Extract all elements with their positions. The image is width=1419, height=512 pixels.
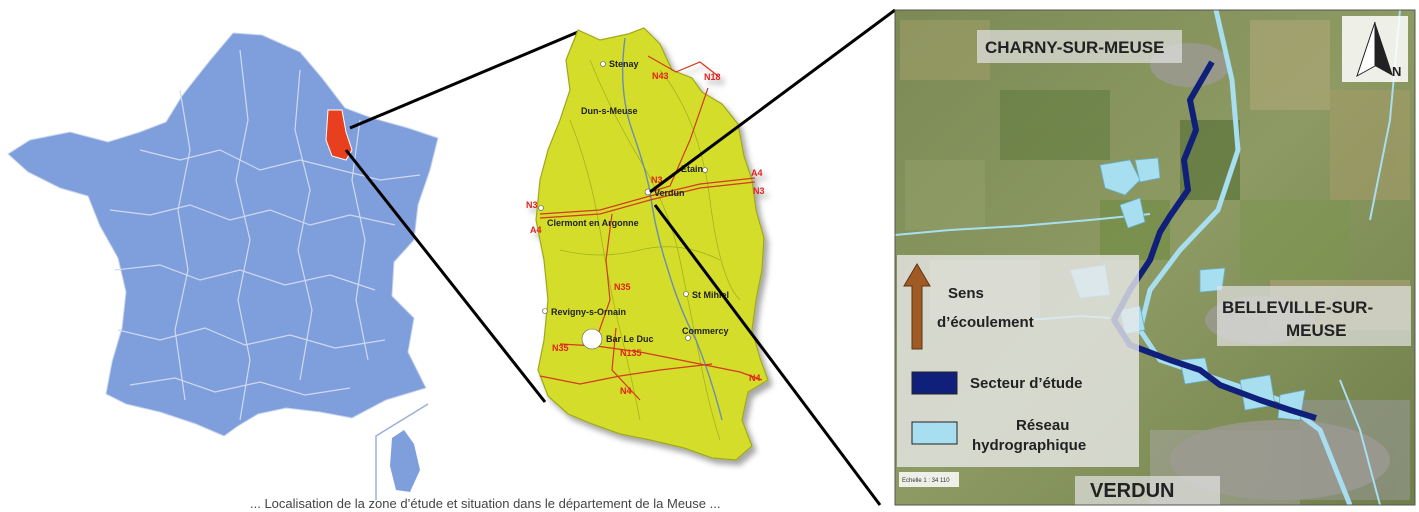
place-label-box [977, 30, 1182, 63]
aerial-view: CHARNY-SUR-MEUSE BELLEVILLE-SUR- MEUSE V… [895, 10, 1415, 505]
scale-label: Echelle 1 : 34 110 [902, 478, 950, 484]
road-network [539, 55, 763, 401]
place-label-box [1075, 476, 1220, 505]
road-label: N4 [620, 386, 632, 396]
road-label: N4 [749, 373, 761, 383]
meuse-river [621, 37, 723, 421]
place-label-box [1217, 286, 1411, 346]
scale-box: Echelle 1 : 34 110 [899, 472, 959, 487]
corsica [390, 430, 420, 492]
town-label: Commercy [682, 326, 729, 336]
road-label: N35 [552, 343, 569, 353]
flow-direction-arrow-icon [903, 263, 931, 350]
road-label: N43 [652, 71, 669, 81]
road-labels: N43 N18 A4 N3 N3 N3 A4 N35 N35 N135 N4 N… [526, 71, 765, 396]
road-label: N18 [704, 72, 721, 82]
aerial-frame [894, 9, 1416, 506]
legend-study-label: Secteur d’étude [970, 375, 1083, 392]
town-label: Verdun [654, 188, 685, 198]
legend-network-label: Réseau [1016, 417, 1069, 434]
road-label: N3 [526, 200, 538, 210]
north-label: N [1392, 64, 1401, 79]
legend-flow-label: Sens [948, 285, 984, 302]
relief-lines [559, 59, 741, 441]
study-sector-swatch [911, 371, 958, 395]
legend-network-label: hydrographique [972, 437, 1086, 454]
place-label: VERDUN [1090, 480, 1174, 502]
town-label: Etain [681, 164, 703, 174]
road-label: A4 [751, 168, 763, 178]
france-mainland [7, 32, 439, 437]
france-map [7, 32, 439, 500]
figure-caption: ... Localisation de la zone d’étude et s… [250, 496, 721, 511]
place-label: MEUSE [1286, 321, 1346, 340]
department-shape [535, 27, 769, 461]
town-markers [538, 61, 708, 350]
meuse-department-map: Stenay Dun-s-Meuse Etain Verdun Clermont… [526, 27, 769, 461]
legend-flow-label: d’écoulement [937, 314, 1034, 331]
north-arrow: N [1342, 16, 1408, 82]
connector-line [649, 8, 896, 194]
road-label: N35 [614, 282, 631, 292]
road-label: N135 [620, 348, 642, 358]
connector-line [349, 30, 579, 130]
town-label: Stenay [609, 59, 639, 69]
connector-line [653, 204, 882, 506]
town-label: Dun-s-Meuse [581, 106, 638, 116]
road-label: A4 [530, 225, 542, 235]
place-labels: CHARNY-SUR-MEUSE BELLEVILLE-SUR- MEUSE V… [977, 30, 1411, 505]
hydro-network-swatch [911, 421, 958, 445]
corsica-inset-frame [375, 403, 429, 500]
place-label: CHARNY-SUR-MEUSE [985, 38, 1164, 57]
town-label: Bar Le Duc [606, 334, 654, 344]
department-borders [109, 49, 421, 421]
legend: Sens d’écoulement Secteur d’étude Réseau… [897, 255, 1139, 467]
town-label: St Mihiel [692, 290, 729, 300]
town-label: Revigny-s-Ornain [551, 307, 626, 317]
town-label: Clermont en Argonne [547, 218, 639, 228]
place-label: BELLEVILLE-SUR- [1222, 298, 1373, 317]
road-label: N3 [651, 175, 663, 185]
town-labels: Stenay Dun-s-Meuse Etain Verdun Clermont… [547, 59, 729, 344]
road-label: N3 [753, 186, 765, 196]
connector-line [344, 149, 547, 403]
